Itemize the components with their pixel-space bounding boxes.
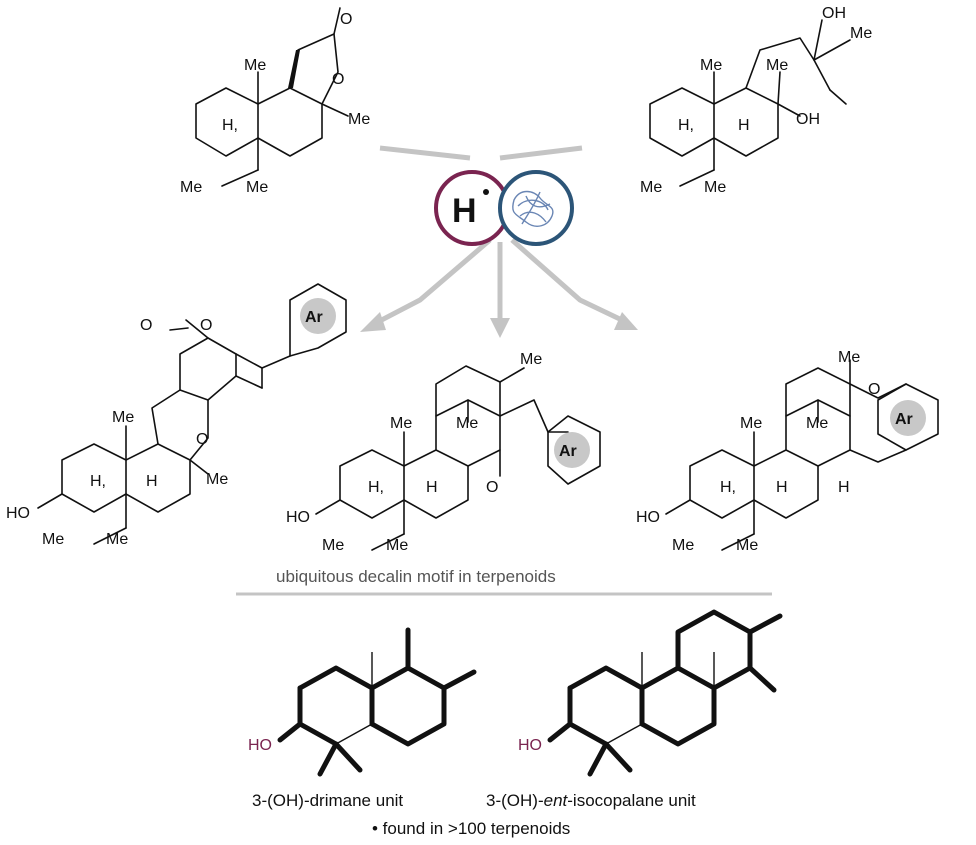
label-me: Me (640, 179, 662, 196)
label-h: H (776, 479, 788, 496)
label-me: Me (736, 537, 758, 554)
pyrone-terpenoid-structure: O O O Me Me H, H HO Me Me Ar (6, 283, 347, 548)
label-oh: OH (796, 111, 820, 128)
label-me: Me (244, 57, 266, 74)
label-me: Me (838, 349, 860, 366)
label-me: Me (386, 537, 408, 554)
label-ar: Ar (305, 309, 323, 326)
label-me: Me (322, 537, 344, 554)
label-me: Me (180, 179, 202, 196)
label-h: H (838, 479, 850, 496)
drimane-caption: 3-(OH)-drimane unit (252, 791, 403, 810)
label-h: H (146, 473, 158, 490)
enzyme-ring (498, 170, 574, 246)
label-hydroxyl-accent: HO (518, 737, 542, 754)
label-ether-o: O (196, 431, 208, 448)
protein-structure-icon (512, 190, 554, 227)
label-me: Me (348, 111, 370, 128)
aryl-hexagon (547, 415, 601, 485)
label-h: H (738, 117, 750, 134)
label-h: H (426, 479, 438, 496)
label-ar: Ar (895, 411, 913, 428)
label-h: H, (720, 479, 736, 496)
label-hydroxyl: HO (636, 509, 660, 526)
label-carbonyl-o: O (140, 317, 152, 334)
label-hydroxyl-accent: HO (248, 737, 272, 754)
reaction-arrows (360, 145, 638, 338)
label-ring-o: O (868, 381, 880, 398)
label-ar: Ar (559, 443, 577, 460)
label-ring-o: O (332, 71, 344, 88)
spiro-terpenoid-structure: Me Me Me O H, H HO Me Me Ar (286, 351, 601, 554)
aryl-hexagon (877, 383, 939, 451)
aryl-disc (890, 400, 926, 436)
label-h: H, (90, 473, 106, 490)
aryl-disc (300, 298, 336, 334)
label-me: Me (672, 537, 694, 554)
label-ring-o: O (200, 317, 212, 334)
label-ring-o: O (486, 479, 498, 496)
label-me: Me (206, 471, 228, 488)
label-hydroxyl: HO (6, 505, 30, 522)
label-h: H, (368, 479, 384, 496)
label-h: H, (222, 117, 238, 134)
sclareolide-structure: Me O O Me H, Me Me (180, 7, 370, 196)
sclareol-structure: OH Me Me Me OH H, H Me Me (640, 5, 872, 196)
label-me: Me (42, 531, 64, 548)
label-h: H, (678, 117, 694, 134)
label-me: Me (766, 57, 788, 74)
label-oh: OH (822, 5, 846, 22)
aryl-hexagon (289, 283, 347, 357)
label-me: Me (806, 415, 828, 432)
isocopalane-caption: 3-(OH)-ent-isocopalane unit (486, 791, 696, 810)
label-me: Me (740, 415, 762, 432)
aryl-disc (554, 432, 590, 468)
label-me: Me (520, 351, 542, 368)
label-me: Me (850, 25, 872, 42)
hydrogen-label: H (452, 192, 477, 230)
label-me: Me (700, 57, 722, 74)
label-me: Me (246, 179, 268, 196)
isocopalane-unit-structure: HO 3-(OH)-ent-isocopalane unit (486, 609, 783, 810)
drimane-unit-structure: HO 3-(OH)-drimane unit (248, 627, 477, 810)
catalyst-icon: H (434, 170, 574, 246)
label-me: Me (106, 531, 128, 548)
label-me: Me (112, 409, 134, 426)
footnote: • found in >100 terpenoids (372, 819, 570, 838)
label-hydroxyl: HO (286, 509, 310, 526)
pentacyclic-terpenoid-structure: Me O Me Me H, H H HO Me Me Ar (636, 349, 939, 554)
label-me: Me (390, 415, 412, 432)
label-me: Me (456, 415, 478, 432)
label-me: Me (704, 179, 726, 196)
radical-dot-icon (483, 189, 489, 195)
label-carbonyl-o: O (340, 11, 352, 28)
motif-caption: ubiquitous decalin motif in terpenoids (276, 567, 556, 586)
